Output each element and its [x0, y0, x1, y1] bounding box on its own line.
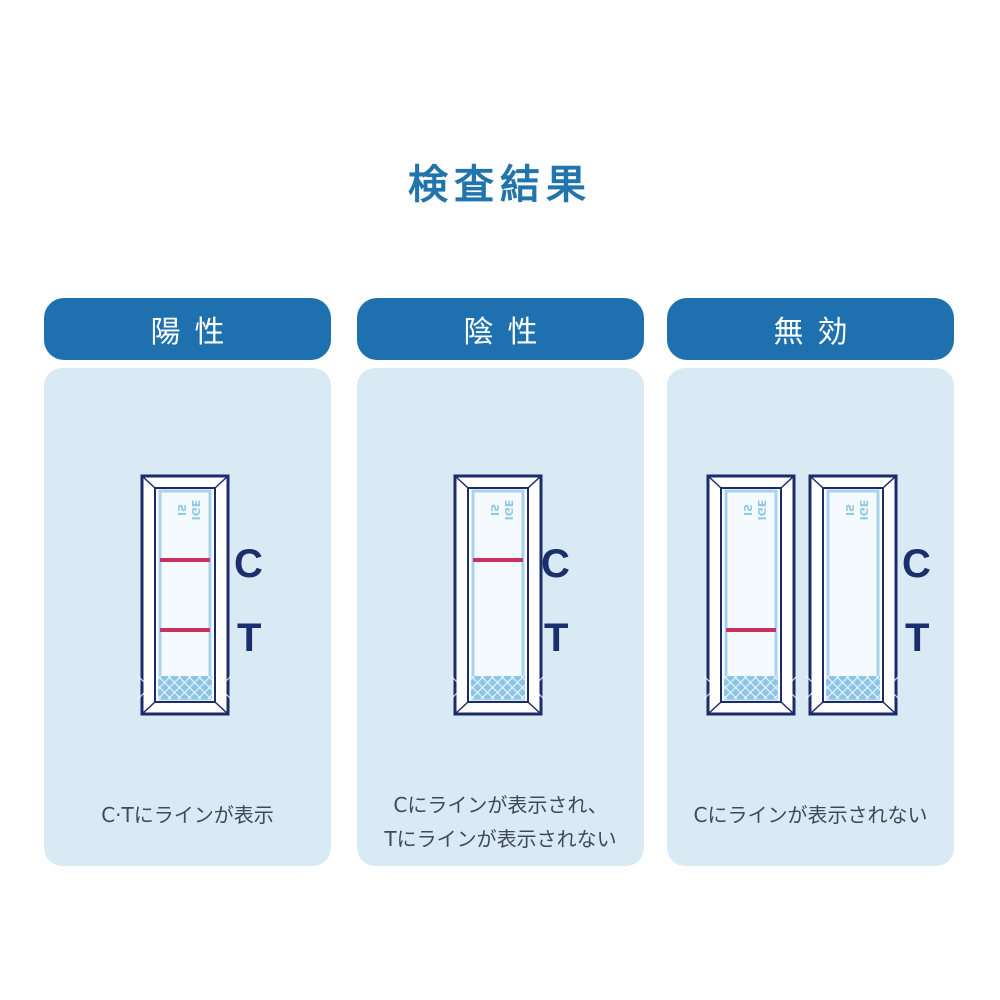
- strip-paper: [724, 489, 778, 701]
- cassette-bevel: [454, 475, 469, 489]
- pad-hatch: [490, 675, 515, 700]
- result-header-invalid: 無効: [667, 298, 954, 360]
- cassette-bevel: [527, 475, 542, 489]
- pad-hatch: [763, 675, 788, 700]
- sample-pad: [826, 676, 880, 699]
- sample-pad: [724, 676, 778, 699]
- pad-hatch: [147, 675, 172, 700]
- pad-hatch: [177, 675, 202, 700]
- pad-hatch: [510, 675, 535, 700]
- cassette-bevel: [882, 475, 897, 489]
- strip-paper: [471, 489, 525, 701]
- strip-print-text: IGE: [502, 500, 515, 521]
- description-line: Cにラインが表示されない: [693, 803, 928, 827]
- cassette-window-border: [154, 487, 216, 703]
- pad-hatch: [157, 675, 182, 700]
- pad-hatch: [197, 675, 222, 700]
- cassette-bevel: [809, 475, 824, 489]
- strip-print-text: IS: [741, 504, 754, 516]
- description-line: C·Tにラインが表示: [101, 803, 274, 827]
- cassette-bevel: [882, 701, 897, 715]
- test-line-label: T: [905, 616, 930, 660]
- cassette-window-border: [822, 487, 884, 703]
- pad-hatch: [500, 675, 525, 700]
- strip-print-text: IS: [488, 504, 501, 516]
- result-header-positive: 陽性: [44, 298, 331, 360]
- pad-hatch: [520, 675, 545, 700]
- cassette-bevel: [141, 701, 156, 715]
- sample-pad: [158, 676, 212, 699]
- description-line: Tにラインが表示されない: [384, 827, 617, 851]
- strip-print-text: IS: [175, 504, 188, 516]
- strip-print-text: IGE: [189, 500, 202, 521]
- control-line-label: C: [541, 542, 570, 586]
- cassette-window-border: [720, 487, 782, 703]
- strip-paper: [158, 489, 212, 701]
- cassette-bevel: [707, 475, 722, 489]
- cassette-bevel: [707, 701, 722, 715]
- pad-hatch: [773, 675, 798, 700]
- test-line-label: T: [237, 616, 262, 660]
- cassette-bevel: [454, 701, 469, 715]
- control-line-label: C: [902, 542, 931, 586]
- result-header-negative: 陰性: [357, 298, 644, 360]
- pad-hatch: [470, 675, 495, 700]
- pad-hatch: [865, 675, 890, 700]
- pad-hatch: [855, 675, 880, 700]
- strip-paper: [826, 489, 880, 701]
- cassette-window-border: [467, 487, 529, 703]
- pad-hatch: [875, 675, 900, 700]
- pad-hatch: [825, 675, 850, 700]
- result-description: C·Tにラインが表示: [44, 798, 331, 832]
- pad-hatch: [713, 675, 738, 700]
- pad-hatch: [723, 675, 748, 700]
- pad-hatch: [480, 675, 505, 700]
- pad-hatch: [845, 675, 870, 700]
- test-line-label: T: [544, 616, 569, 660]
- strip-print-text: IS: [843, 504, 856, 516]
- cassette-bevel: [141, 475, 156, 489]
- pad-hatch: [743, 675, 768, 700]
- description-line: Cにラインが表示され、: [393, 793, 608, 817]
- control-line-label: C: [234, 542, 263, 586]
- result-description: Cにラインが表示されない: [667, 798, 954, 832]
- cassette-bevel: [214, 701, 229, 715]
- control-line: [473, 558, 523, 562]
- control-line: [160, 558, 210, 562]
- cassette-bevel: [780, 475, 795, 489]
- page-title: 検査結果: [408, 162, 592, 208]
- pad-hatch: [733, 675, 758, 700]
- test-line: [726, 628, 776, 632]
- pad-hatch: [835, 675, 860, 700]
- sample-pad: [471, 676, 525, 699]
- cassette-bevel: [214, 475, 229, 489]
- pad-hatch: [167, 675, 192, 700]
- cassette-bevel: [809, 701, 824, 715]
- cassette-bevel: [527, 701, 542, 715]
- pad-hatch: [753, 675, 778, 700]
- pad-hatch: [187, 675, 212, 700]
- strip-print-text: IGE: [755, 500, 768, 521]
- result-description: Cにラインが表示され、 Tにラインが表示されない: [357, 788, 644, 856]
- pad-hatch: [460, 675, 485, 700]
- strip-print-text: IGE: [857, 500, 870, 521]
- cassette-bevel: [780, 701, 795, 715]
- test-line: [160, 628, 210, 632]
- pad-hatch: [815, 675, 840, 700]
- pad-hatch: [207, 675, 232, 700]
